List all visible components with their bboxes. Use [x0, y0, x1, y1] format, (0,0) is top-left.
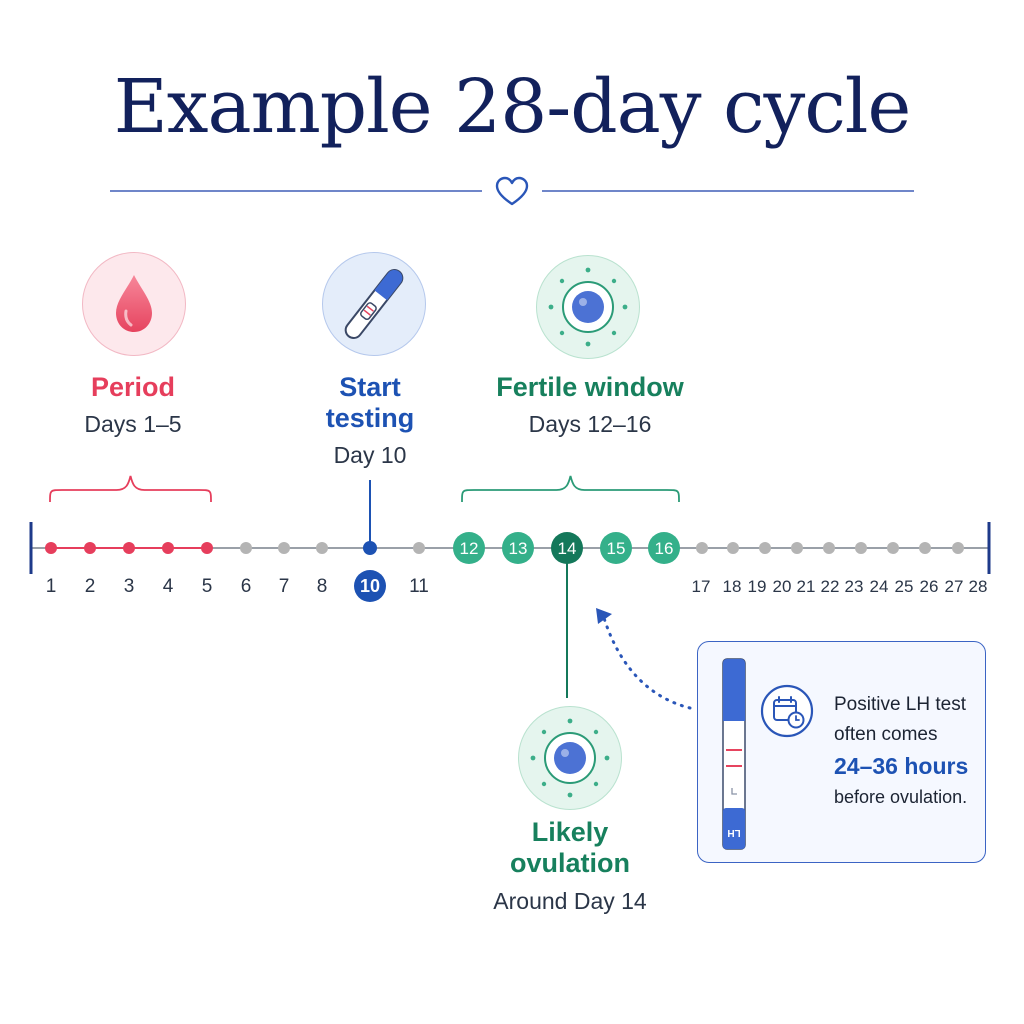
day-marker	[759, 542, 771, 554]
fertile-day-marker	[600, 532, 632, 564]
day-label: 24	[870, 577, 889, 596]
testing-title: Start testing	[325, 372, 415, 433]
day-marker	[240, 542, 252, 554]
fertile-title: Fertile window	[496, 372, 684, 402]
fertile-day-label: 16	[655, 539, 674, 558]
strip-label: LH	[727, 827, 740, 838]
ovulation-test-stick-icon	[344, 268, 404, 340]
fertile-icon-badge	[536, 255, 640, 359]
period-day-marker	[84, 542, 96, 554]
day-marker	[887, 542, 899, 554]
test-start-day-badge	[354, 570, 386, 602]
fertile-day-label: 14	[558, 539, 577, 558]
ovulation-day: Around Day 14	[493, 888, 647, 914]
day-label: 1	[46, 576, 57, 597]
day-label: 2	[85, 576, 96, 597]
egg-icon	[530, 718, 610, 798]
blood-drop-icon	[116, 275, 152, 332]
period-icon-badge	[82, 252, 186, 356]
day-label: 25	[895, 577, 914, 596]
title-divider-left	[110, 190, 482, 192]
day-label: 8	[317, 576, 328, 597]
testing-icon-badge	[322, 252, 426, 356]
lh-test-callout: LH Positive LH test often comes 24–36 ho…	[697, 641, 986, 863]
period-brace	[49, 475, 212, 503]
ovulation-title: Likely ovulation	[510, 817, 630, 878]
day-marker	[919, 542, 931, 554]
day-label: 20	[773, 577, 792, 596]
test-start-day-label: 10	[360, 576, 380, 596]
day-marker	[413, 542, 425, 554]
calendar-clock-icon	[760, 684, 814, 738]
period-day-marker	[45, 542, 57, 554]
day-label: 26	[920, 577, 939, 596]
callout-text: Positive LH test often comes 24–36 hours…	[834, 690, 982, 812]
day-label: 5	[202, 576, 213, 597]
callout-line-1: Positive LH test	[834, 694, 966, 715]
day-label: 18	[723, 577, 742, 596]
test-start-marker	[363, 541, 377, 555]
callout-line-3: before ovulation.	[834, 787, 968, 807]
testing-day: Day 10	[333, 442, 407, 468]
lh-test-strip-icon: LH	[722, 658, 746, 850]
fertile-brace	[461, 475, 680, 503]
day-label: 22	[821, 577, 840, 596]
fertile-day-marker	[453, 532, 485, 564]
day-marker	[952, 542, 964, 554]
day-label: 23	[845, 577, 864, 596]
page-title: Example 28-day cycle	[113, 64, 912, 150]
callout-line-2: often comes	[834, 724, 938, 745]
day-marker	[823, 542, 835, 554]
day-label: 21	[797, 577, 816, 596]
day-label: 28	[969, 577, 988, 596]
fertile-day-label: 12	[460, 539, 479, 558]
day-marker	[316, 542, 328, 554]
ovulation-icon-badge	[518, 706, 622, 810]
day-label: 19	[748, 577, 767, 596]
heart-icon	[495, 176, 529, 206]
fertile-day-marker	[551, 532, 583, 564]
fertile-days: Days 12–16	[528, 411, 652, 437]
day-label: 7	[279, 576, 290, 597]
day-marker	[791, 542, 803, 554]
period-day-marker	[123, 542, 135, 554]
day-label: 11	[409, 576, 429, 597]
fertile-day-label: 13	[509, 539, 528, 558]
title-divider-right	[542, 190, 914, 192]
day-marker	[696, 542, 708, 554]
period-day-marker	[201, 542, 213, 554]
callout-arrow	[596, 608, 692, 710]
day-label: 6	[241, 576, 252, 597]
day-label: 17	[692, 577, 711, 596]
callout-highlight: 24–36 hours	[834, 753, 969, 779]
day-marker	[727, 542, 739, 554]
day-label: 4	[163, 576, 174, 597]
period-title: Period	[90, 372, 176, 402]
period-day-marker	[162, 542, 174, 554]
day-marker	[855, 542, 867, 554]
fertile-day-marker	[648, 532, 680, 564]
day-label: 3	[124, 576, 135, 597]
fertile-day-marker	[502, 532, 534, 564]
day-marker	[278, 542, 290, 554]
egg-icon	[548, 267, 628, 347]
day-label: 27	[945, 577, 964, 596]
fertile-day-label: 15	[607, 539, 626, 558]
period-days: Days 1–5	[84, 411, 182, 437]
